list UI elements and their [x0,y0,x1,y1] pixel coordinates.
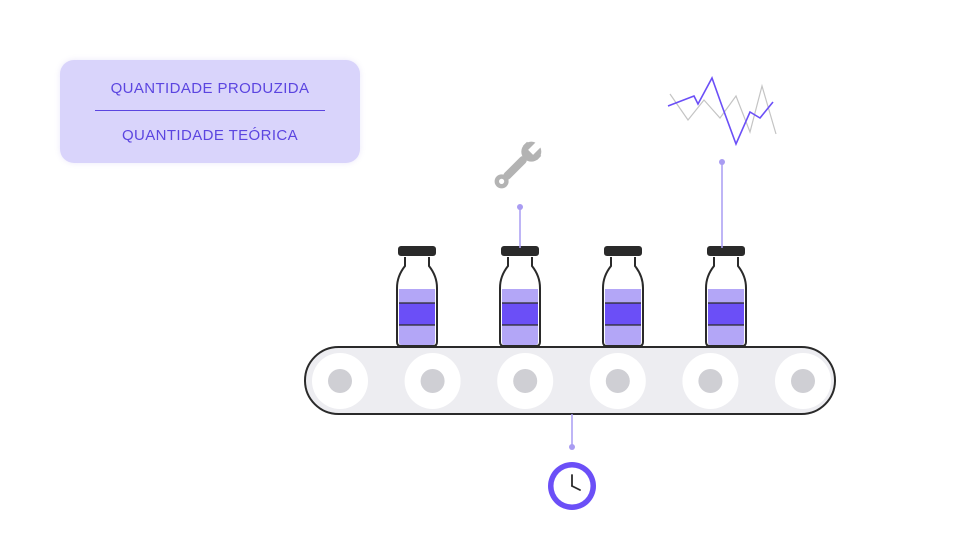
formula-numerator: QUANTIDADE PRODUZIDA [110,80,310,97]
time-connector [569,414,575,450]
formula-divider [95,110,325,111]
conveyor-belt [304,346,836,415]
roller [404,353,461,409]
roller-group [312,353,831,409]
maintenance-connector [517,204,523,248]
formula-card: QUANTIDADE PRODUZIDA QUANTIDADE TEÓRICA [60,60,360,163]
bottle [499,246,541,347]
wrench-icon [494,139,544,189]
roller [682,353,739,409]
roller [312,353,368,409]
clock-icon [548,462,596,510]
roller [589,353,646,409]
bottle [705,246,747,347]
bottle [602,246,644,347]
formula-denominator: QUANTIDADE TEÓRICA [121,127,299,144]
roller [775,353,831,409]
bottle [396,246,438,347]
performance-connector [719,159,725,248]
belt-frame [304,346,836,415]
line-chart-icon [667,76,777,147]
roller [497,353,554,409]
bottle-group [396,246,747,347]
